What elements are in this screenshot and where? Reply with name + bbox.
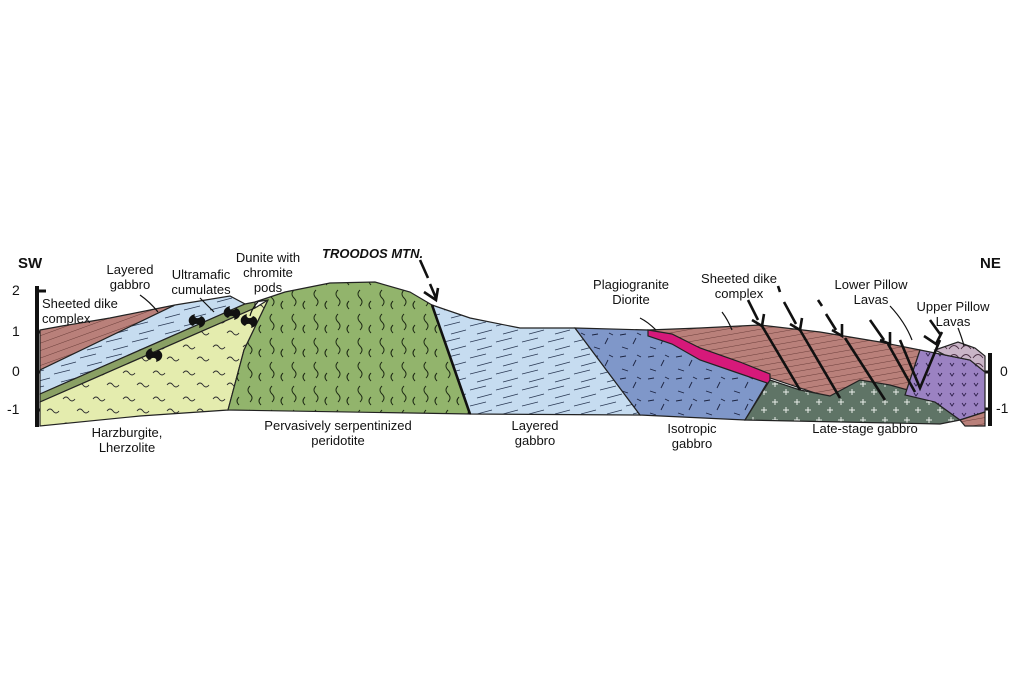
leader-sheeted-right	[721, 311, 733, 331]
fault-2	[798, 329, 842, 399]
chromite-pod-3	[223, 306, 241, 320]
fault-1	[760, 325, 802, 391]
arrow-3	[816, 299, 844, 339]
leader-dunite	[249, 301, 259, 317]
label-ne: NE	[980, 255, 1001, 272]
label-harzburgite: Harzburgite,Lherzolite	[91, 425, 163, 455]
leader-ultramafic	[199, 297, 215, 313]
leader-upper-pillow	[957, 327, 965, 347]
faults	[430, 304, 942, 415]
chromite-pod-1	[145, 348, 163, 362]
leader-lower-pillow	[889, 305, 913, 341]
leader-plagiogranite	[639, 317, 657, 331]
left-tick-1: 1	[12, 323, 20, 339]
right-tick-0: 0	[1000, 363, 1008, 379]
left-tick-0: 0	[12, 363, 20, 379]
chromite-pod-4	[240, 314, 258, 328]
label-late-stage: Late-stage gabbro	[812, 421, 918, 436]
fault-3	[843, 337, 887, 401]
right-tick-neg1: -1	[996, 400, 1009, 416]
leader-lines	[139, 294, 965, 347]
arrow-4	[868, 319, 892, 346]
arrow-troodos	[418, 259, 440, 303]
peak-label: TROODOS MTN.	[322, 246, 424, 261]
chromite-pod-2	[188, 314, 206, 328]
arrow-5	[923, 319, 944, 346]
chromite-pods	[145, 306, 258, 362]
fault-troodos	[430, 304, 472, 415]
fault-4	[886, 343, 917, 393]
unit-sheeted-dike-far-right	[958, 411, 986, 427]
left-tick-2: 2	[12, 282, 20, 298]
leader-layered-gabbro-top	[139, 294, 159, 313]
label-sw: SW	[18, 255, 43, 272]
arrow-1	[746, 299, 766, 329]
fault-arrows	[418, 259, 944, 346]
fault-5	[898, 339, 942, 392]
arrow-2	[776, 285, 804, 333]
unit-upper-pillow-lavas	[933, 341, 986, 374]
left-tick-neg1: -1	[7, 401, 20, 417]
